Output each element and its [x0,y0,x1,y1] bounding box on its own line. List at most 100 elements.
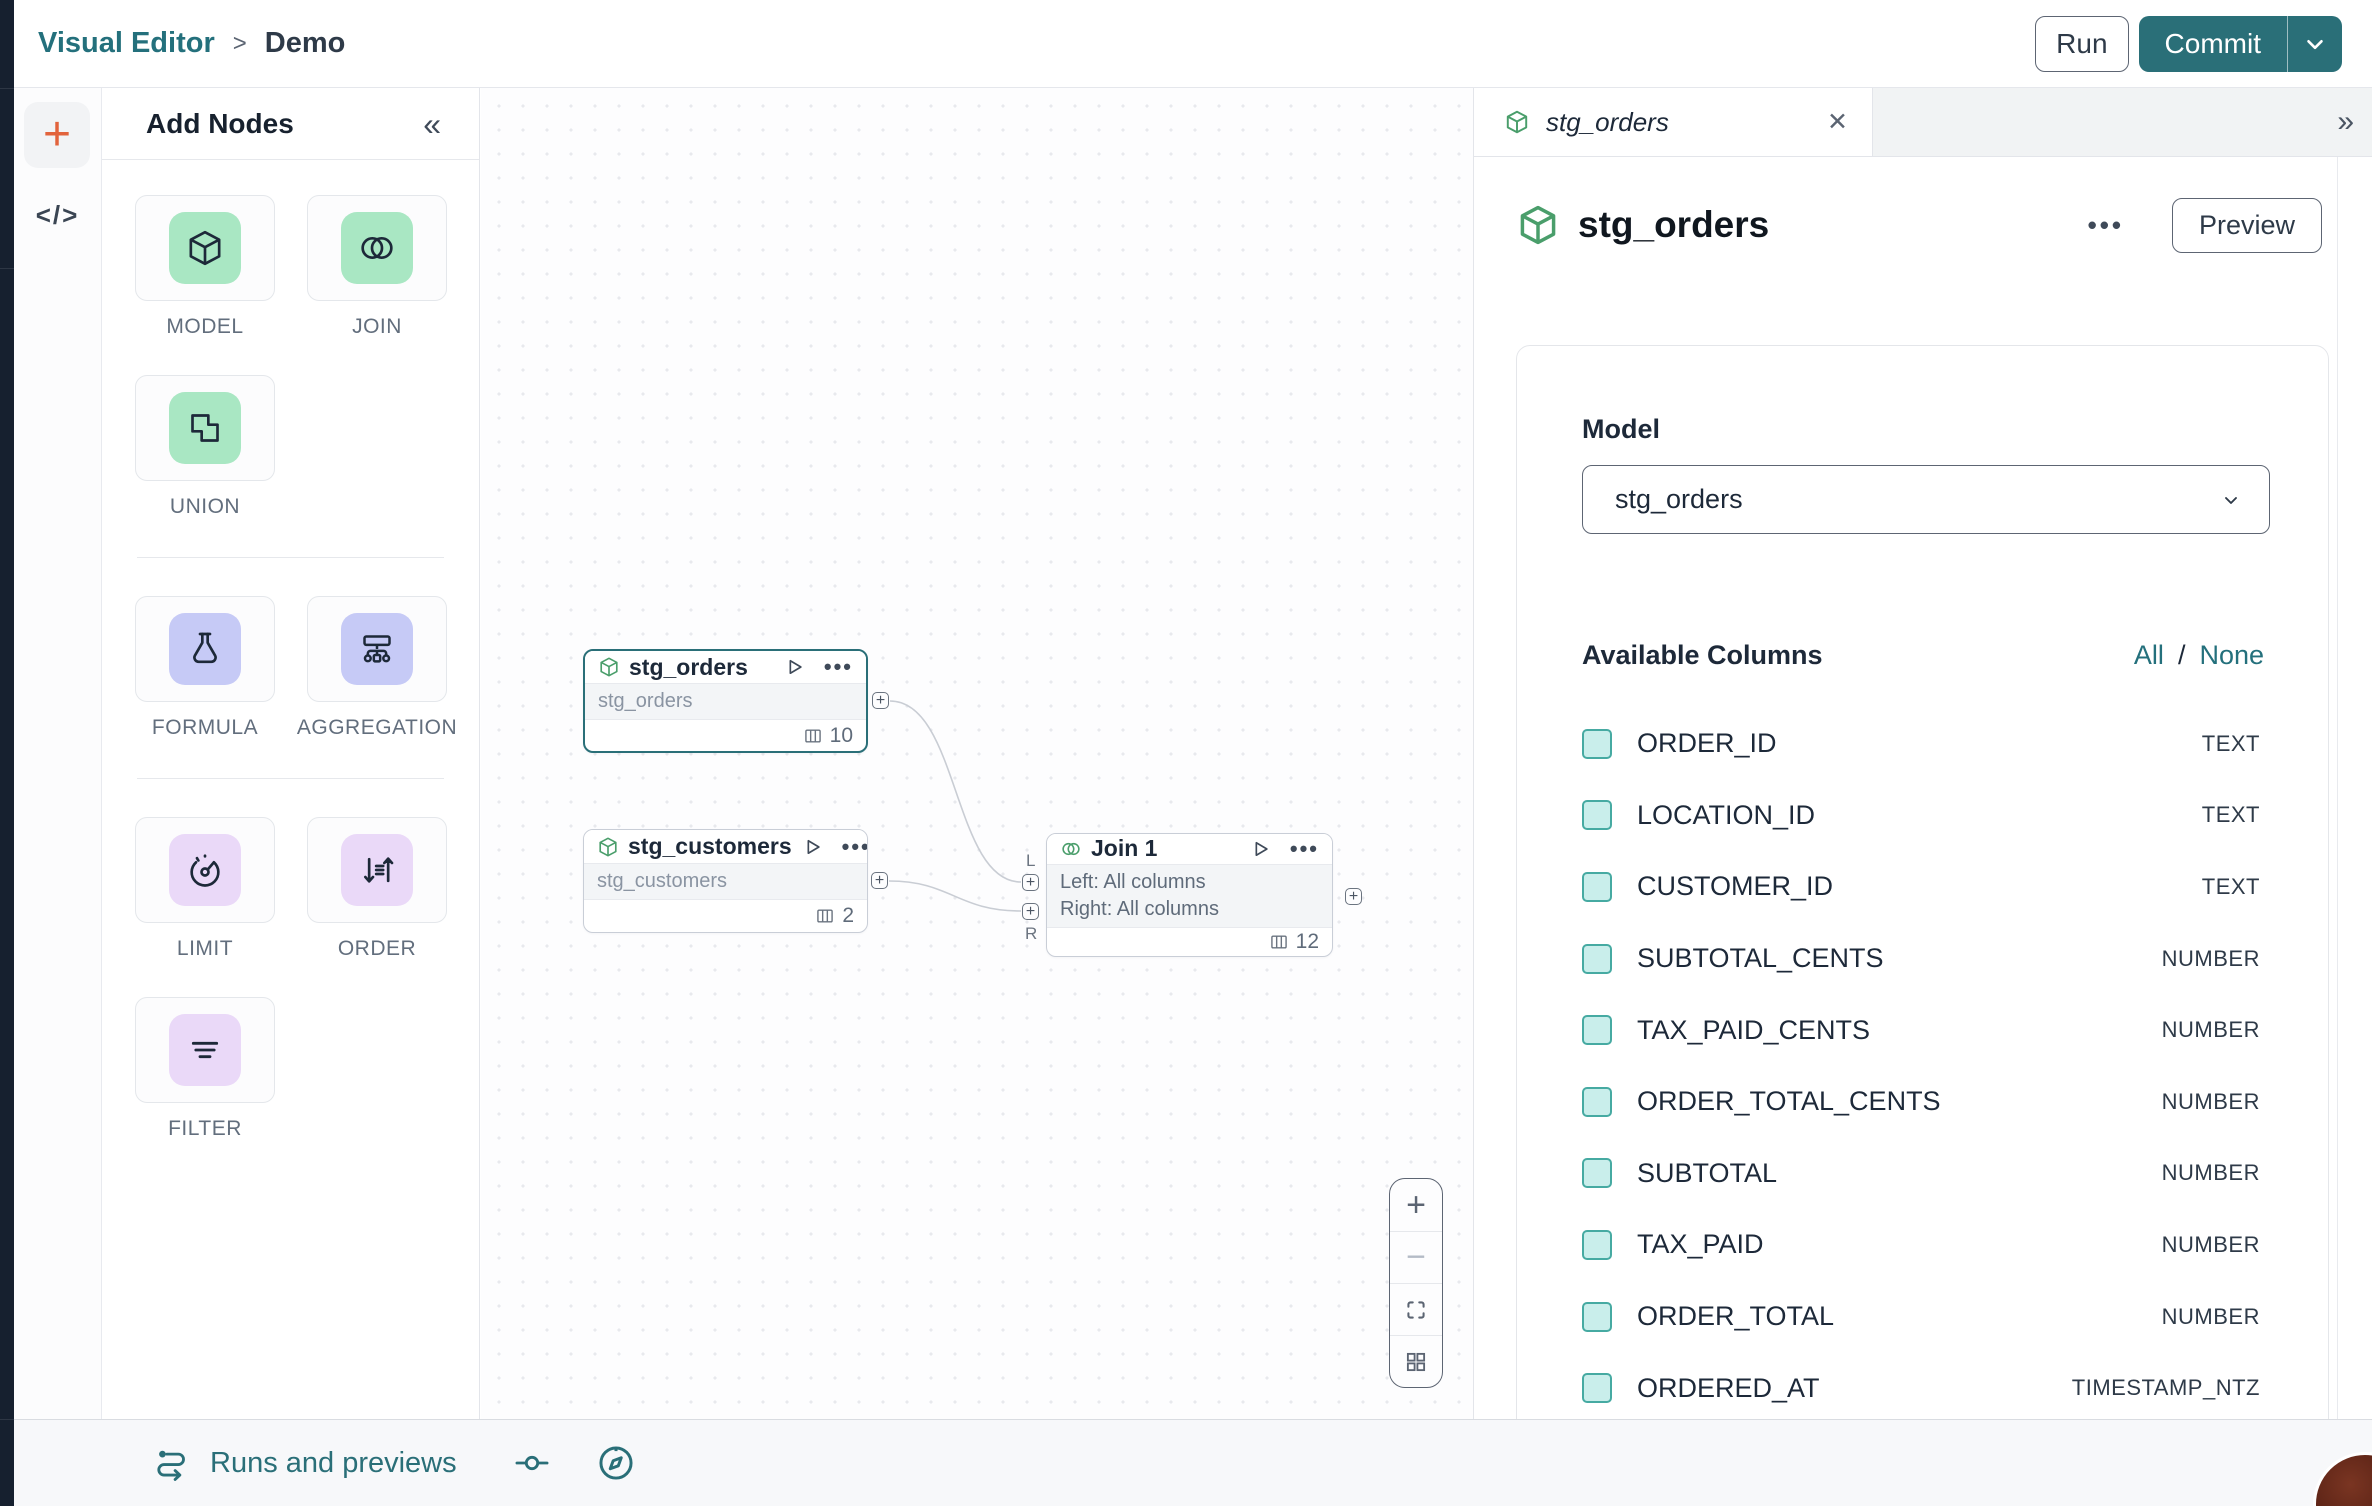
fit-view-button[interactable] [1390,1283,1442,1335]
column-checkbox[interactable] [1582,1158,1612,1189]
palette-node-label: FORMULA [151,716,259,739]
join-right-port-label: R [1025,924,1038,943]
select-none-link[interactable]: None [2199,640,2264,670]
code-view-button[interactable]: </> [35,200,80,230]
palette-divider [137,557,444,558]
breadcrumb-demo: Demo [264,27,346,59]
cube-icon [599,837,617,857]
node-join-1[interactable]: Join 1 ••• Left: All columns Right: All … [1046,833,1333,957]
play-icon[interactable] [783,656,805,678]
sort-icon [341,834,413,906]
collapse-panel-icon[interactable]: « [423,105,441,142]
select-all-link[interactable]: All [2133,640,2164,670]
output-handle-stg-orders[interactable]: + [872,692,889,709]
commit-dropdown-button[interactable] [2288,16,2342,72]
aggregation-icon [341,613,413,685]
palette-node-label: MODEL [166,315,244,338]
dag-canvas[interactable]: stg_orders ••• stg_orders 10 + stg_custo… [481,88,1473,1419]
column-checkbox[interactable] [1582,1015,1612,1046]
column-checkbox[interactable] [1582,1086,1612,1117]
node-body: stg_orders [585,683,866,721]
join-left-config: Left: All columns [1060,870,1206,893]
explore-button[interactable] [595,1442,637,1484]
zoom-out-button[interactable]: − [1390,1231,1442,1283]
column-checkbox[interactable] [1582,800,1612,831]
column-checkbox[interactable] [1582,871,1612,902]
node-menu-icon[interactable]: ••• [823,654,853,680]
filter-icon [169,1014,241,1086]
palette-node-limit[interactable] [135,817,275,923]
tab-label: stg_orders [1546,106,1669,137]
column-checkbox[interactable] [1582,1373,1612,1404]
auto-layout-button[interactable] [1390,1335,1442,1387]
node-menu-icon[interactable]: ••• [841,833,868,859]
node-stg-customers[interactable]: stg_customers ••• stg_customers 2 [583,829,868,933]
palette-node-aggregation[interactable] [307,596,447,702]
inspector-tabstrip: stg_orders ✕ » [1474,88,2372,157]
inspector-menu-icon[interactable]: ••• [2087,209,2124,240]
palette-node-model[interactable] [135,195,275,301]
column-name: SUBTOTAL_CENTS [1637,943,1884,974]
output-handle-join[interactable]: + [1345,888,1362,905]
commit-divider [2287,15,2288,72]
activity-rail [0,0,14,1506]
inspector-scroll-gutter [2337,157,2338,1419]
cube-icon [1506,110,1528,134]
palette-node-order[interactable] [307,817,447,923]
palette-node-union[interactable] [135,375,275,481]
column-type: TEXT [2201,873,2260,899]
add-button[interactable]: + [24,102,90,168]
column-checkbox[interactable] [1582,943,1612,974]
model-select[interactable]: stg_orders [1582,465,2270,534]
tab-stg-orders[interactable]: stg_orders ✕ [1474,88,1873,156]
flask-icon [169,613,241,685]
palette-divider [137,778,444,779]
palette-node-formula[interactable] [135,596,275,702]
column-checkbox[interactable] [1582,728,1612,759]
play-icon[interactable] [1249,838,1271,860]
node-menu-icon[interactable]: ••• [1289,835,1319,861]
node-footer: 12 [1047,928,1332,956]
preview-button[interactable]: Preview [2171,197,2322,253]
palette-cell: MODEL [135,195,275,339]
available-columns-title: Available Columns [1582,640,1823,670]
breadcrumb-separator-icon: > [232,29,247,57]
node-title: stg_customers [628,833,792,860]
column-type: NUMBER [2161,1160,2260,1186]
edge-stg-orders-to-join [889,700,1022,883]
collapse-inspector-icon[interactable]: » [2337,105,2354,138]
column-checkbox[interactable] [1582,1301,1612,1332]
runs-and-previews-button[interactable]: Runs and previews [152,1444,457,1482]
palette-node-filter[interactable] [135,997,275,1103]
runs-icon [157,1450,185,1481]
top-bar: Visual Editor > Demo Run Commit [14,0,2372,88]
git-commit-icon [515,1455,549,1471]
column-name: ORDER_ID [1637,728,1777,759]
node-stg-orders[interactable]: stg_orders ••• stg_orders 10 [583,649,868,753]
breadcrumb-visual-editor[interactable]: Visual Editor [38,27,215,59]
run-button[interactable]: Run [2035,15,2129,72]
join-left-input-handle[interactable]: + [1022,874,1039,891]
column-type: NUMBER [2161,1231,2260,1257]
close-tab-icon[interactable]: ✕ [1827,108,1848,136]
commit-history-button[interactable] [513,1444,551,1482]
output-handle-stg-customers[interactable]: + [871,872,888,889]
zoom-in-button[interactable]: + [1406,1185,1426,1224]
rail-divider [0,1419,14,1420]
column-checkbox[interactable] [1582,1229,1612,1260]
column-type: NUMBER [2161,1088,2260,1114]
node-body: Left: All columns Right: All columns [1047,863,1332,928]
available-columns-row: Available Columns All / None [1582,640,2264,671]
join-right-input-handle[interactable]: + [1022,903,1039,920]
palette-node-join[interactable] [307,195,447,301]
commit-button[interactable]: Commit [2164,27,2261,59]
node-model-ref: stg_customers [597,870,728,893]
model-field-label: Model [1582,414,1660,444]
palette-node-label: UNION [169,495,241,518]
play-icon[interactable] [801,836,823,858]
